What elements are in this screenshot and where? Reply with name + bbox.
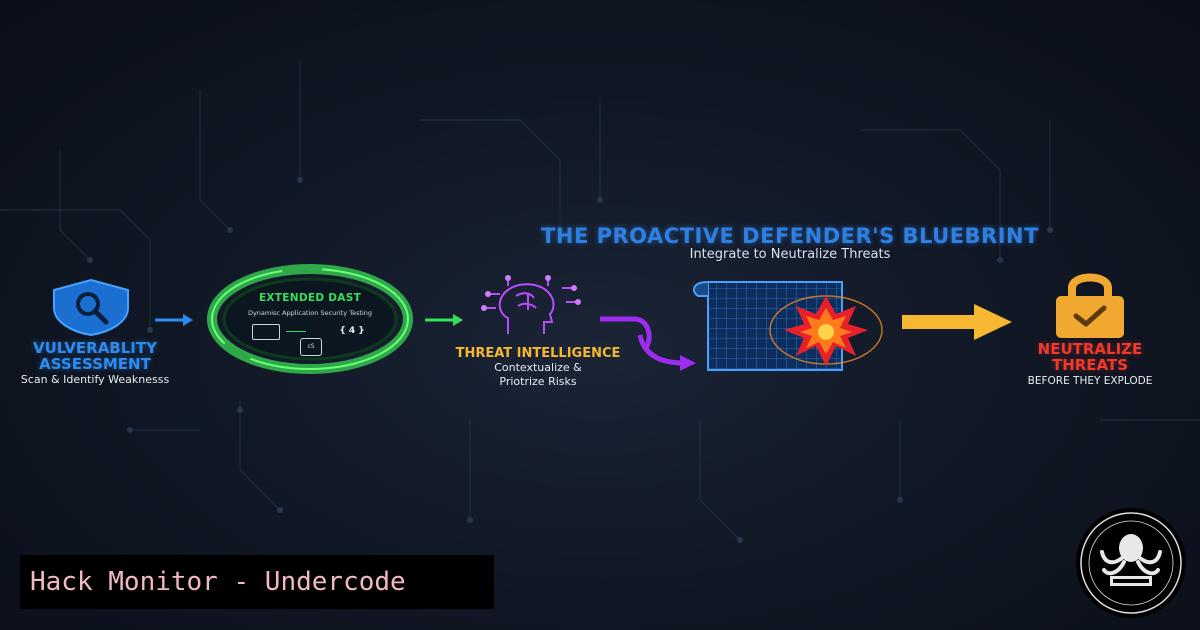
octopus-logo-icon (1076, 508, 1186, 618)
neutralize-title: NEUTRALIZE THREATS (1010, 341, 1170, 373)
vulnerability-subtitle: Scan & Identify Weaknesss (20, 373, 170, 386)
code-badge: { 4 } (339, 326, 365, 336)
arrow-right-icon (902, 304, 1012, 340)
neutralize-title-line2: THREATS (1051, 356, 1129, 374)
threat-intel-title: THREAT INTELLIGENCE (455, 346, 621, 361)
shield-search-icon (53, 278, 129, 336)
neutralize-subtitle: BEFORE THEY EXPLODE (1027, 375, 1153, 387)
page-title: THE PROACTIVE DEFENDER'S BLUEBRINT (541, 224, 1039, 248)
vulnerability-title: VULVERABLITY ASSESSMENT (0, 340, 190, 372)
browser-icon (252, 324, 280, 340)
device-icon: cS (300, 338, 322, 356)
brain-head-icon (481, 275, 581, 334)
padlock-icon (1056, 273, 1124, 338)
threat-intel-subtitle-line1: Contextualize & (494, 361, 582, 374)
vulnerability-title-line2: ASSESSMENT (39, 355, 151, 373)
arrow-right-icon (155, 314, 193, 326)
brand-badge: Hack Monitor - Undercode (20, 555, 494, 609)
arrow-right-icon (425, 314, 463, 326)
dast-subtitle: Dynamisc Application Security Testing (247, 309, 373, 317)
curved-arrow-icon (600, 316, 696, 371)
arrow-connector-icon (286, 331, 306, 332)
threat-intel-subtitle-line2: Priotrize Risks (499, 375, 577, 388)
vulnerability-title-line1: VULVERABLITY (33, 339, 157, 357)
threat-intel-subtitle: Contextualize & Priotrize Risks (458, 361, 618, 389)
page-subtitle: Integrate to Neutralize Threats (689, 247, 891, 262)
dast-title: EXTENDED DAST (258, 292, 362, 304)
explosion-icon (769, 295, 883, 366)
neutralize-title-line1: NEUTRALIZE (1037, 340, 1143, 358)
dast-ring (207, 264, 413, 374)
